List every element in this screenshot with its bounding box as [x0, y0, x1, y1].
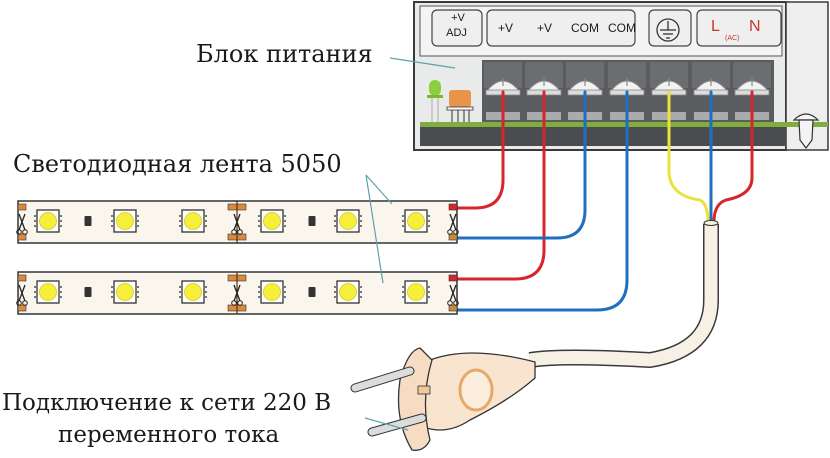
terminal-label-v2: +V — [537, 21, 553, 35]
cut-mark-icon — [16, 274, 28, 312]
wires — [454, 90, 754, 312]
ground-icon — [656, 18, 680, 42]
resistor-icon — [84, 216, 92, 226]
smd-led-5050-icon — [34, 209, 62, 233]
leader-strip-1 — [365, 174, 393, 205]
resistor-icon — [308, 216, 316, 226]
capacitor-icon — [446, 90, 474, 122]
strip-2 — [16, 271, 459, 315]
wire-ground — [667, 90, 710, 224]
power-supply — [413, 1, 829, 151]
psu-base — [420, 124, 786, 146]
smd-led-5050-icon — [179, 209, 207, 233]
terminal-label-adj-text: ADJ — [446, 27, 467, 39]
mains-cable — [528, 220, 719, 369]
leader-lines — [364, 57, 456, 431]
wire-com-strip1 — [455, 90, 587, 240]
wire-com-strip2 — [454, 90, 629, 312]
terminal-label-ac: (AC) — [725, 35, 740, 42]
wire-plus-strip1 — [455, 90, 505, 210]
cut-mark-icon — [227, 272, 247, 314]
terminal-label-adj-v: +V — [451, 12, 465, 24]
wire-plus-strip2 — [454, 90, 546, 281]
resistor-icon — [84, 287, 92, 297]
terminal-group-ac — [696, 9, 782, 47]
smd-led-5050-icon — [258, 280, 286, 304]
terminal-label-v1: +V — [498, 21, 514, 35]
smd-led-5050-icon — [111, 280, 139, 304]
terminal-label-adj: +V ADJ — [446, 11, 469, 41]
smd-led-5050-icon — [34, 280, 62, 304]
terminal-label-com2: COM — [608, 21, 636, 35]
cut-mark-icon — [227, 201, 247, 243]
led-strips — [16, 200, 459, 315]
label-led-strip: Светодиодная лента 5050 — [13, 150, 342, 178]
label-mains-line1: Подключение к сети 220 В — [2, 390, 332, 416]
label-power-supply: Блок питания — [196, 40, 373, 68]
leader-strip-2 — [365, 174, 384, 284]
cut-mark-icon — [16, 203, 28, 241]
leader-mains — [364, 417, 409, 431]
smd-led-5050-icon — [179, 280, 207, 304]
smd-led-5050-icon — [402, 280, 430, 304]
label-mains-line2: переменного тока — [58, 422, 280, 448]
pcb-strip — [420, 122, 786, 127]
terminal-label-l: L — [711, 18, 720, 35]
smd-led-5050-icon — [334, 280, 362, 304]
leader-power-supply — [389, 57, 456, 69]
indicator-led-icon — [427, 80, 443, 122]
strip-1 — [16, 200, 459, 244]
smd-led-5050-icon — [334, 209, 362, 233]
smd-led-5050-icon — [402, 209, 430, 233]
smd-led-5050-icon — [258, 209, 286, 233]
cut-mark-icon — [447, 274, 459, 312]
terminal-label-com1: COM — [571, 21, 599, 35]
smd-led-5050-icon — [111, 209, 139, 233]
terminal-label-n: N — [749, 18, 761, 35]
cut-mark-icon — [447, 203, 459, 241]
wire-n — [712, 90, 754, 224]
terminal-group-adj — [431, 9, 483, 47]
terminal-group-dc-out — [486, 9, 636, 47]
resistor-icon — [308, 287, 316, 297]
mains-plug-icon — [350, 347, 536, 451]
mounting-screw-icon — [792, 113, 820, 149]
